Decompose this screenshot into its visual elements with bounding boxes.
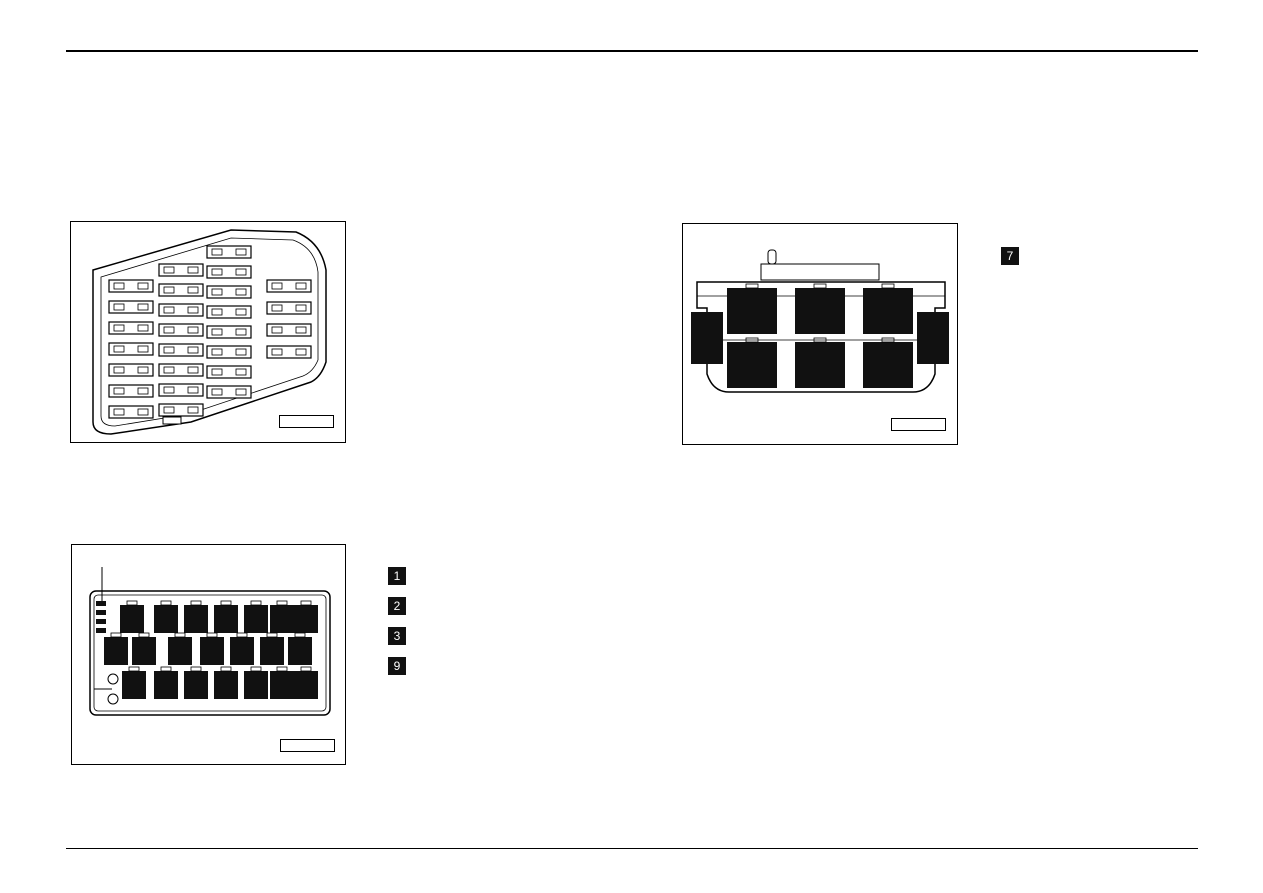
- relay: [294, 600, 318, 633]
- led: [96, 619, 106, 624]
- fuse-holder-diagram: [70, 221, 346, 443]
- fuse: [108, 321, 154, 335]
- callout-2: 2: [388, 597, 406, 615]
- relay: [214, 666, 238, 699]
- fuse: [158, 383, 204, 397]
- callout-3: 3: [388, 627, 406, 645]
- fuse: [108, 405, 154, 419]
- fuse: [158, 363, 204, 377]
- fuse: [266, 279, 312, 293]
- fuse: [206, 285, 252, 299]
- fuse: [108, 363, 154, 377]
- header-rule: [66, 50, 1198, 52]
- relay: [270, 600, 294, 633]
- fuse: [158, 343, 204, 357]
- terminal-cavity: [727, 337, 777, 388]
- fuse: [108, 384, 154, 398]
- fuse: [206, 265, 252, 279]
- led: [96, 628, 106, 633]
- fuse: [108, 279, 154, 293]
- terminal-cavity: [727, 283, 777, 334]
- callout-1: 1: [388, 567, 406, 585]
- led: [96, 601, 106, 606]
- relay: [214, 600, 238, 633]
- terminal-cavity: [795, 337, 845, 388]
- relay: [120, 600, 144, 633]
- callout-9: 9: [388, 657, 406, 675]
- relay: [230, 632, 254, 665]
- fuse-column-d: [266, 279, 312, 359]
- relay: [270, 666, 294, 699]
- figure-ref-box: [280, 739, 335, 752]
- relay-row-top: [120, 600, 318, 633]
- fuse: [158, 283, 204, 297]
- fuse-column-b: [158, 263, 204, 417]
- fuse: [266, 345, 312, 359]
- footer-rule: [66, 848, 1198, 849]
- fuse: [158, 303, 204, 317]
- relay: [200, 632, 224, 665]
- relay: [154, 666, 178, 699]
- fuse: [108, 300, 154, 314]
- led: [96, 610, 106, 615]
- relay: [184, 666, 208, 699]
- fuse: [158, 263, 204, 277]
- relay-plate-diagram: [71, 544, 346, 765]
- relay: [122, 666, 146, 699]
- relay: [244, 600, 268, 633]
- fuse: [206, 305, 252, 319]
- fuse-holder-drawing: [92, 229, 327, 435]
- relay: [132, 632, 156, 665]
- callout-7: 7: [1001, 247, 1019, 265]
- relay: [244, 666, 268, 699]
- fuse: [206, 385, 252, 399]
- connector-drawing: [691, 249, 949, 393]
- relay: [168, 632, 192, 665]
- connector-terminals: [727, 283, 913, 388]
- fuse-column-c: [206, 245, 252, 399]
- relay: [260, 632, 284, 665]
- relay-plate-drawing: [89, 567, 331, 716]
- terminal-cavity: [795, 283, 845, 334]
- indicator-leds: [96, 601, 106, 633]
- relay: [288, 632, 312, 665]
- relay-row-bottom: [122, 666, 318, 699]
- fuse: [206, 325, 252, 339]
- fuse: [206, 245, 252, 259]
- relay-row-middle: [104, 632, 312, 665]
- fuse: [266, 323, 312, 337]
- fuse: [266, 301, 312, 315]
- fuse: [108, 342, 154, 356]
- figure-ref-box: [279, 415, 334, 428]
- relay: [294, 666, 318, 699]
- fuse: [206, 365, 252, 379]
- fuse-column-a: [108, 279, 154, 419]
- fuse: [158, 323, 204, 337]
- figure-ref-box: [891, 418, 946, 431]
- terminal-cavity: [863, 337, 913, 388]
- connector-diagram: [682, 223, 958, 445]
- relay: [184, 600, 208, 633]
- relay: [104, 632, 128, 665]
- relay: [154, 600, 178, 633]
- fuse: [206, 345, 252, 359]
- fuse: [158, 403, 204, 417]
- terminal-cavity: [863, 283, 913, 334]
